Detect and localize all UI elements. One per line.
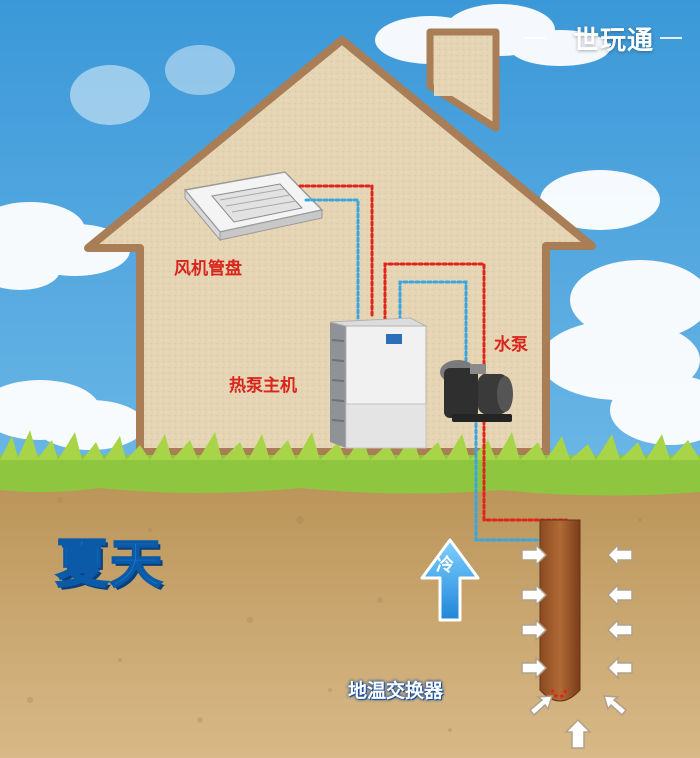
pipes-fan-coil xyxy=(298,184,374,320)
fan-coil-label: 风机管盘 xyxy=(174,259,242,279)
water-pump-label: 水泵 xyxy=(494,335,528,355)
brand-line-left xyxy=(524,37,546,39)
brand-line-right xyxy=(660,37,682,39)
season-title: 夏天 xyxy=(55,534,165,596)
soil-texture xyxy=(27,497,642,732)
cold-label: 冷 xyxy=(436,555,454,576)
heat-pump-label: 热泵主机 xyxy=(229,376,297,396)
soil xyxy=(0,470,700,758)
clouds xyxy=(0,4,700,450)
inward-arrow-icon xyxy=(521,543,633,749)
fan-coil-unit-icon xyxy=(183,171,324,242)
grass xyxy=(0,430,700,496)
water-pump-icon xyxy=(440,360,513,422)
up-arrow-icon xyxy=(420,538,480,622)
heat-pump-unit-icon xyxy=(329,317,427,449)
ground-exchanger-label: 地温交换器 xyxy=(348,680,444,702)
brand-logo: 世玩通 xyxy=(572,26,654,56)
borehole xyxy=(539,519,581,702)
